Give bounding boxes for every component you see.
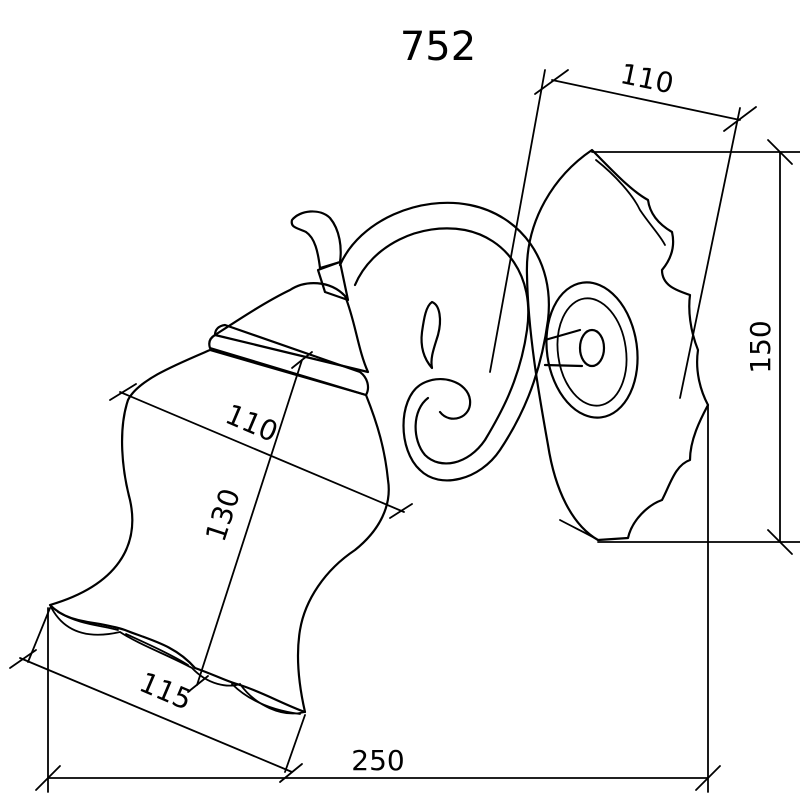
dimension-shade-height: 130 bbox=[187, 351, 313, 693]
shade-collar bbox=[208, 260, 370, 397]
glass-shade bbox=[48, 348, 390, 715]
dimension-shade-bottom: 115 bbox=[9, 607, 306, 783]
dimension-shade-width: 110 bbox=[109, 383, 413, 519]
scroll-arm bbox=[290, 201, 550, 482]
dimension-overall-projection: 250 bbox=[35, 404, 721, 793]
dim-label-shade-width: 110 bbox=[221, 398, 283, 449]
mounting-boss bbox=[543, 281, 639, 419]
dim-label-overall-projection: 250 bbox=[351, 744, 404, 777]
dimension-backplate-width: 110 bbox=[489, 57, 757, 399]
dim-label-backplate-height: 150 bbox=[744, 320, 777, 373]
dim-label-shade-height: 130 bbox=[199, 485, 247, 546]
dimension-backplate-height: 150 bbox=[591, 139, 800, 555]
wall-backplate bbox=[525, 148, 710, 542]
dim-label-backplate-width: 110 bbox=[617, 57, 676, 100]
model-number: 752 bbox=[400, 24, 476, 70]
